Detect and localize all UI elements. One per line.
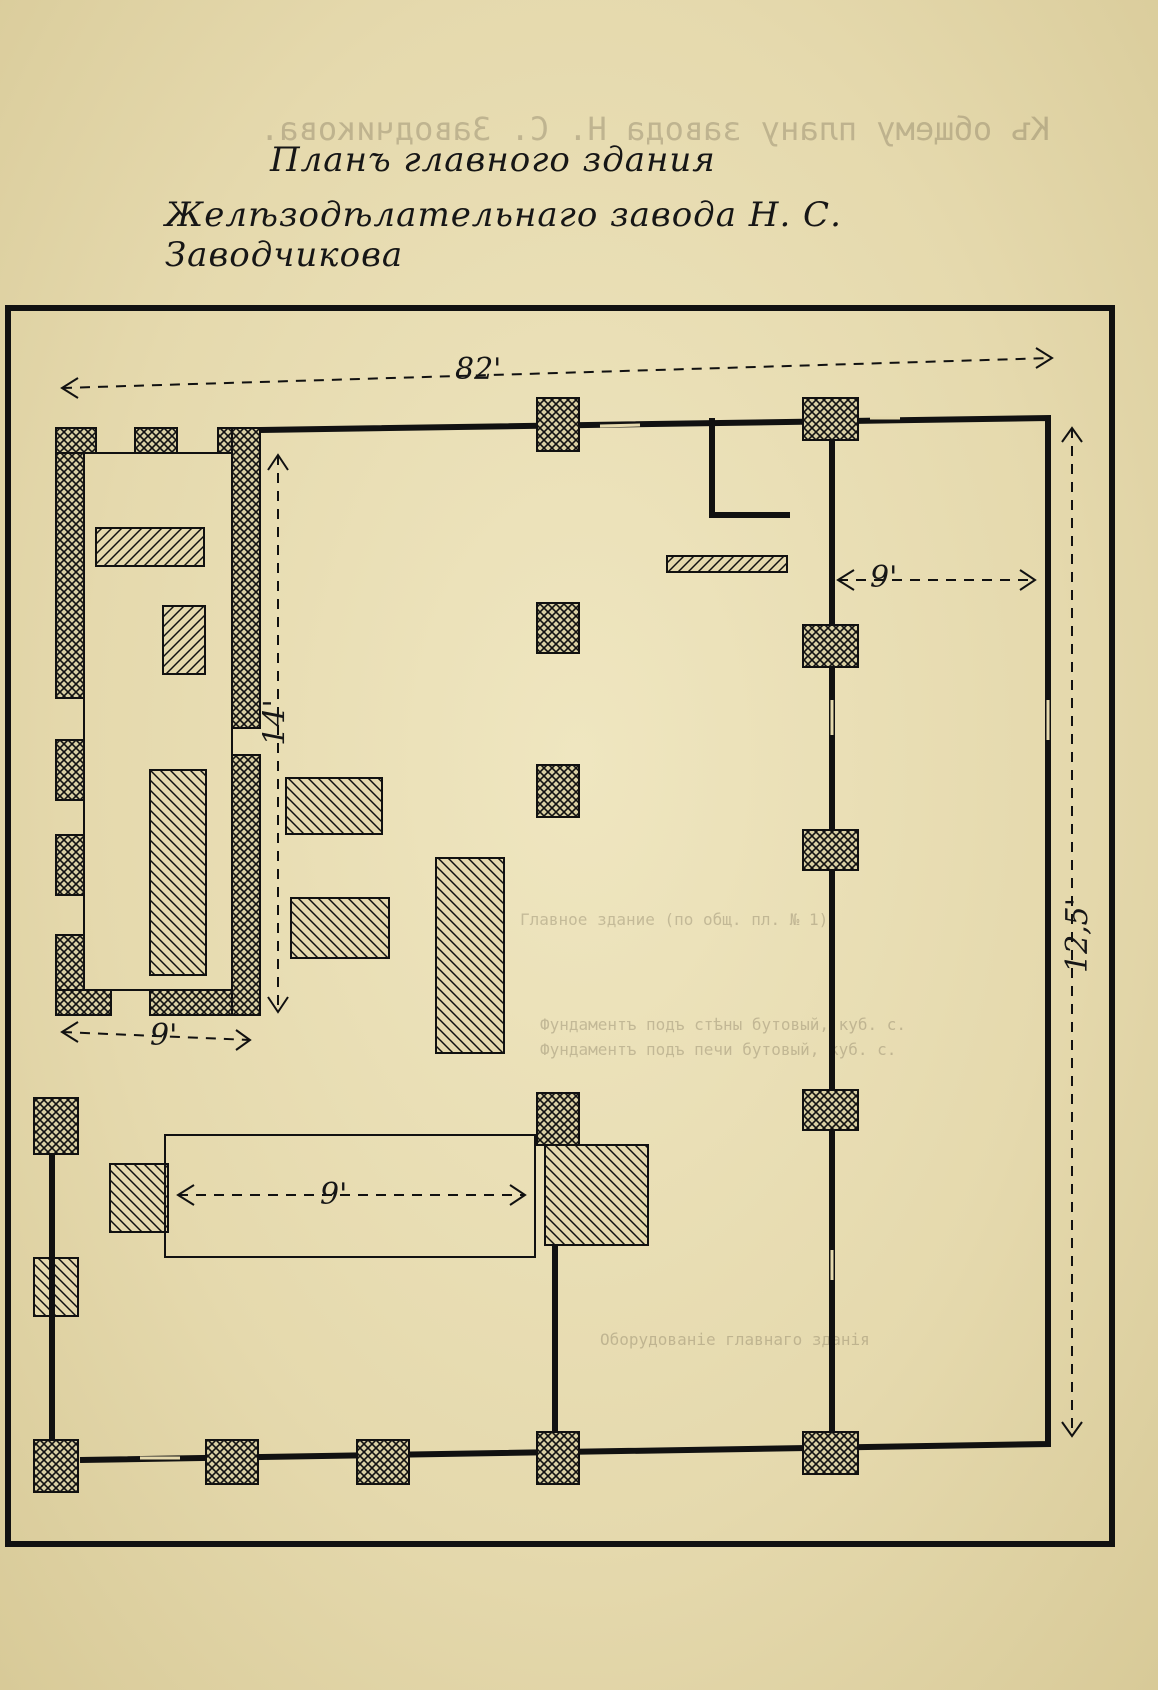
dimension-label-left-vertical: 14': [257, 699, 293, 746]
bleed-through-row: Фундаментъ подъ стѣны бутовый, куб. с.: [540, 1015, 907, 1034]
inner-room: [164, 1134, 536, 1258]
dimension-label-top: 82': [455, 352, 502, 387]
left-workshop: [55, 427, 261, 1016]
page-subtitle: Желѣзодѣлательнаго завода Н. С. Заводчик…: [165, 195, 842, 275]
dimension-label-right-vertical: 12,5': [1060, 897, 1096, 974]
walls: [49, 414, 1051, 1463]
page-title: Планъ главного здания: [270, 140, 716, 180]
bleed-through-row: Фундаментъ подъ печи бутовый, куб. с.: [540, 1040, 897, 1059]
bleed-through-row: Главное здание (по общ. пл. № 1): [520, 910, 829, 929]
dimension-lines: [61, 357, 1073, 1436]
dimension-label-inner-right: 9': [870, 560, 898, 595]
furnaces-left: [33, 527, 788, 1317]
wall-gaps: [140, 416, 1050, 1460]
pillars: [33, 397, 859, 1493]
dimension-label-left-bottom: 9': [150, 1018, 178, 1053]
dimension-arrowheads: [60, 347, 1083, 1438]
outer-frame: [5, 305, 1115, 1547]
dimension-label-bottom: 9': [320, 1177, 348, 1212]
bleed-through-row: Оборудованіе главнаго зданія: [600, 1330, 870, 1349]
